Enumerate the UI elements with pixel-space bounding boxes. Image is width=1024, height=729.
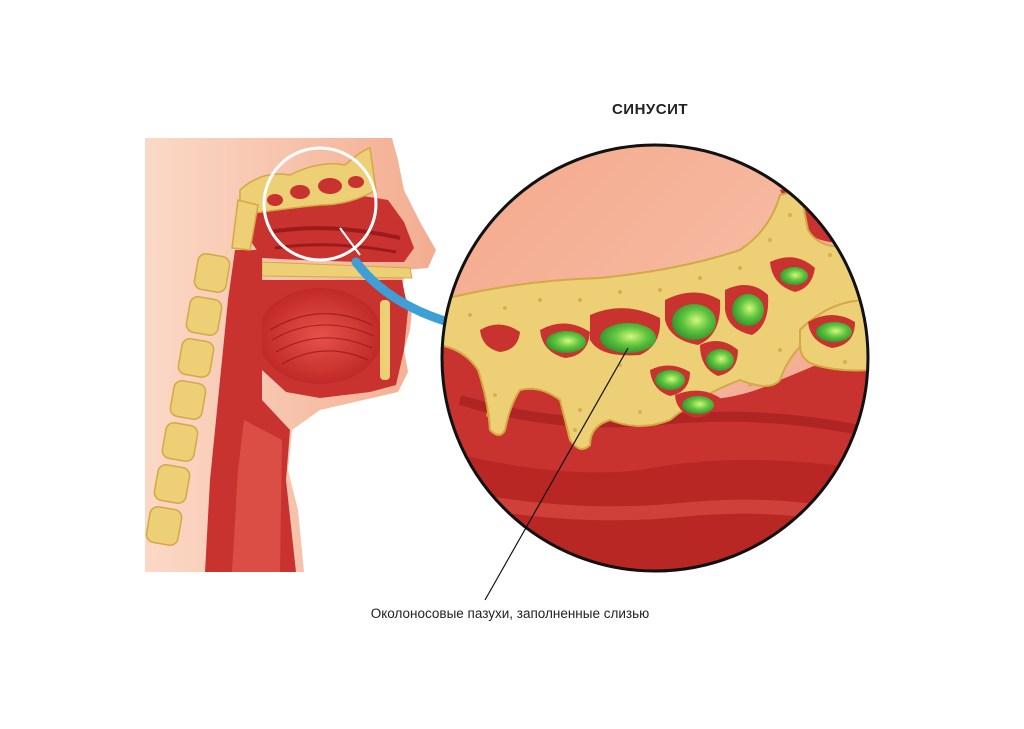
- mucus-filled-sinuses: [546, 267, 852, 414]
- tongue: [258, 288, 382, 384]
- magnifier-ring: [262, 146, 378, 262]
- caption-leader-line: [484, 347, 629, 601]
- zoom-circle-border: [440, 143, 870, 573]
- zoomed-sinus-view: [440, 143, 870, 573]
- spine: [145, 199, 259, 546]
- diagram-caption: Околоносовые пазухи, заполненные слизью: [370, 606, 650, 621]
- diagram-title: СИНУСИТ: [611, 101, 689, 118]
- head-cross-section: [145, 138, 436, 572]
